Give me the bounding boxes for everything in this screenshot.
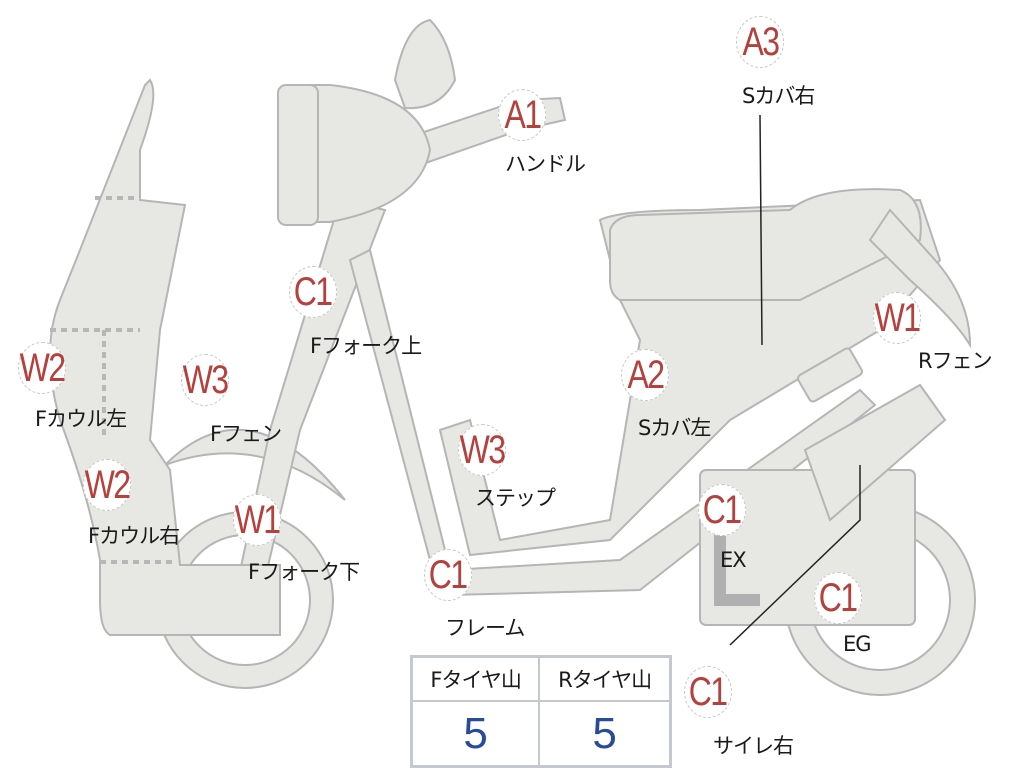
headlight	[289, 84, 432, 223]
marker-code: W1	[234, 498, 281, 542]
part-label: Fカウル左	[35, 407, 127, 431]
marker-code: A3	[742, 20, 780, 64]
marker-code: A1	[504, 93, 542, 137]
damage-marker[interactable]: W1	[873, 292, 921, 344]
marker-code: A2	[627, 353, 665, 397]
part-label: ハンドル	[505, 152, 586, 176]
marker-code: C1	[689, 670, 728, 714]
part-label: EX	[720, 548, 747, 572]
part-label: Fフォーク下	[248, 560, 360, 584]
mirror	[393, 18, 457, 110]
marker-code: C1	[429, 553, 468, 597]
damage-marker[interactable]: C1	[814, 572, 862, 624]
damage-marker[interactable]: W3	[458, 424, 506, 476]
damage-marker[interactable]: C1	[698, 484, 746, 536]
damage-marker[interactable]: A2	[621, 349, 669, 401]
marker-code: W3	[182, 358, 229, 402]
muffler	[803, 383, 947, 522]
part-label: Fフェン	[210, 422, 282, 446]
marker-code: C1	[294, 270, 333, 314]
front-tire-value: 5	[410, 700, 541, 768]
marker-code: W3	[459, 428, 506, 472]
damage-marker[interactable]: A3	[736, 16, 784, 68]
marker-code: C1	[819, 576, 858, 620]
part-label: Fカウル右	[88, 524, 180, 548]
front-tire-header: Fタイヤ山	[410, 655, 541, 702]
tire-tread-table: Fタイヤ山 Rタイヤ山 5 5	[410, 655, 672, 768]
damage-marker[interactable]: W3	[181, 354, 229, 406]
rear-fender	[868, 208, 972, 349]
marker-code: W2	[84, 463, 131, 507]
damage-marker[interactable]: C1	[684, 666, 732, 718]
engine	[699, 469, 916, 626]
part-label: Sカバ右	[742, 84, 815, 108]
damage-marker[interactable]: W1	[233, 494, 281, 546]
marker-code: W2	[19, 346, 66, 390]
front-fender	[164, 428, 346, 501]
damage-marker[interactable]: A1	[498, 89, 546, 141]
marker-code: W1	[874, 296, 921, 340]
part-label: ステップ	[475, 486, 556, 510]
part-label: Sカバ左	[638, 416, 711, 440]
part-label: EG	[843, 632, 872, 656]
damage-marker[interactable]: C1	[424, 549, 472, 601]
part-label: フレーム	[445, 616, 525, 640]
damage-marker[interactable]: W2	[83, 459, 131, 511]
damage-marker[interactable]: C1	[289, 266, 337, 318]
rear-tire-header: Rタイヤ山	[538, 655, 672, 702]
part-label: Rフェン	[918, 349, 993, 373]
part-label: サイレ右	[713, 734, 794, 758]
marker-code: C1	[703, 488, 742, 532]
seat	[609, 188, 922, 301]
damage-marker[interactable]: W2	[18, 342, 66, 394]
part-label: Fフォーク上	[310, 334, 422, 358]
rear-tire-value: 5	[538, 700, 672, 768]
